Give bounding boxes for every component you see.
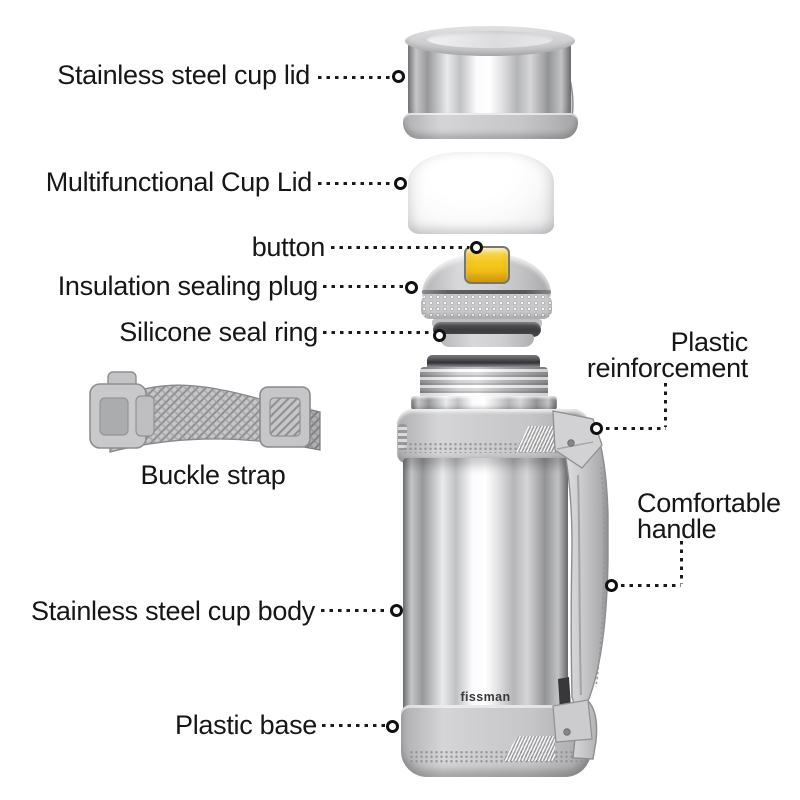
bottom-mount-screw	[563, 728, 571, 736]
label-sealing-plug: Insulation sealing plug	[57, 271, 319, 301]
marker-multi-lid	[394, 177, 407, 190]
leader-reinforcement-h	[606, 427, 666, 430]
reinforcement-screw	[567, 439, 575, 447]
buckle-strap-graphic	[89, 371, 321, 453]
button-graphic	[464, 246, 510, 284]
sealing-plug-graphic	[420, 242, 554, 348]
strap-slider	[259, 386, 311, 448]
marker-base	[386, 720, 399, 733]
leader-button	[331, 246, 469, 249]
plug-texture-band	[421, 294, 552, 319]
marker-cup-body	[390, 604, 403, 617]
marker-sealing-plug	[405, 281, 418, 294]
leader-handle-h	[621, 584, 681, 587]
reinforcement-seam	[556, 441, 594, 450]
leader-seal-ring	[323, 331, 432, 334]
marker-button	[470, 241, 483, 254]
plug-bottom-lip	[440, 334, 534, 347]
handle-inner-shade	[577, 474, 582, 696]
leader-handle-v	[680, 541, 683, 584]
handle-strap-slot	[558, 677, 571, 710]
label-seal-ring: Silicone seal ring	[119, 317, 318, 347]
leader-sealing-plug	[323, 285, 404, 288]
flask-body-graphic: fissman	[403, 458, 568, 720]
leader-multi-lid	[318, 182, 393, 185]
collar-dot-texture	[403, 442, 583, 453]
flask-mouth	[427, 355, 540, 369]
handle-bottom-mount	[552, 699, 593, 743]
label-button: button	[251, 232, 326, 262]
leader-reinforcement-v	[664, 383, 667, 427]
handle-top-reinforcement	[552, 410, 603, 469]
leader-cup-body	[321, 609, 389, 612]
cup-lid-top-surface	[427, 31, 553, 48]
label-buckle-strap: Buckle strap	[140, 460, 286, 490]
marker-cup-lid	[392, 70, 405, 83]
seal-ring-graphic	[433, 322, 541, 337]
marker-handle	[605, 579, 618, 592]
leader-base	[322, 724, 385, 727]
handle-rib-texture	[595, 466, 606, 688]
leader-cup-lid	[318, 76, 390, 79]
label-reinforcement: Plastic reinforcement	[586, 327, 748, 383]
brand-logo: fissman	[460, 690, 511, 704]
handle-grip	[560, 424, 609, 760]
label-base: Plastic base	[175, 710, 317, 740]
label-handle: Comfortable handle	[637, 488, 781, 544]
marker-reinforcement	[590, 422, 603, 435]
collar-ribs	[398, 424, 407, 450]
strap-buckle	[89, 371, 155, 449]
marker-seal-ring	[433, 329, 446, 342]
cup-lid-rim-bottom	[403, 113, 578, 139]
flask-neck-threads	[420, 367, 548, 399]
label-cup-lid: Stainless steel cup lid	[57, 60, 310, 90]
plug-seam	[422, 290, 551, 294]
flask-handle-graphic	[552, 410, 609, 760]
cup-lid-graphic	[403, 26, 581, 142]
label-cup-body: Stainless steel cup body	[31, 596, 315, 626]
multifunctional-lid-graphic	[408, 152, 554, 234]
flask-neck-flare	[411, 396, 557, 412]
label-multi-lid: Multifunctional Cup Lid	[45, 167, 313, 197]
